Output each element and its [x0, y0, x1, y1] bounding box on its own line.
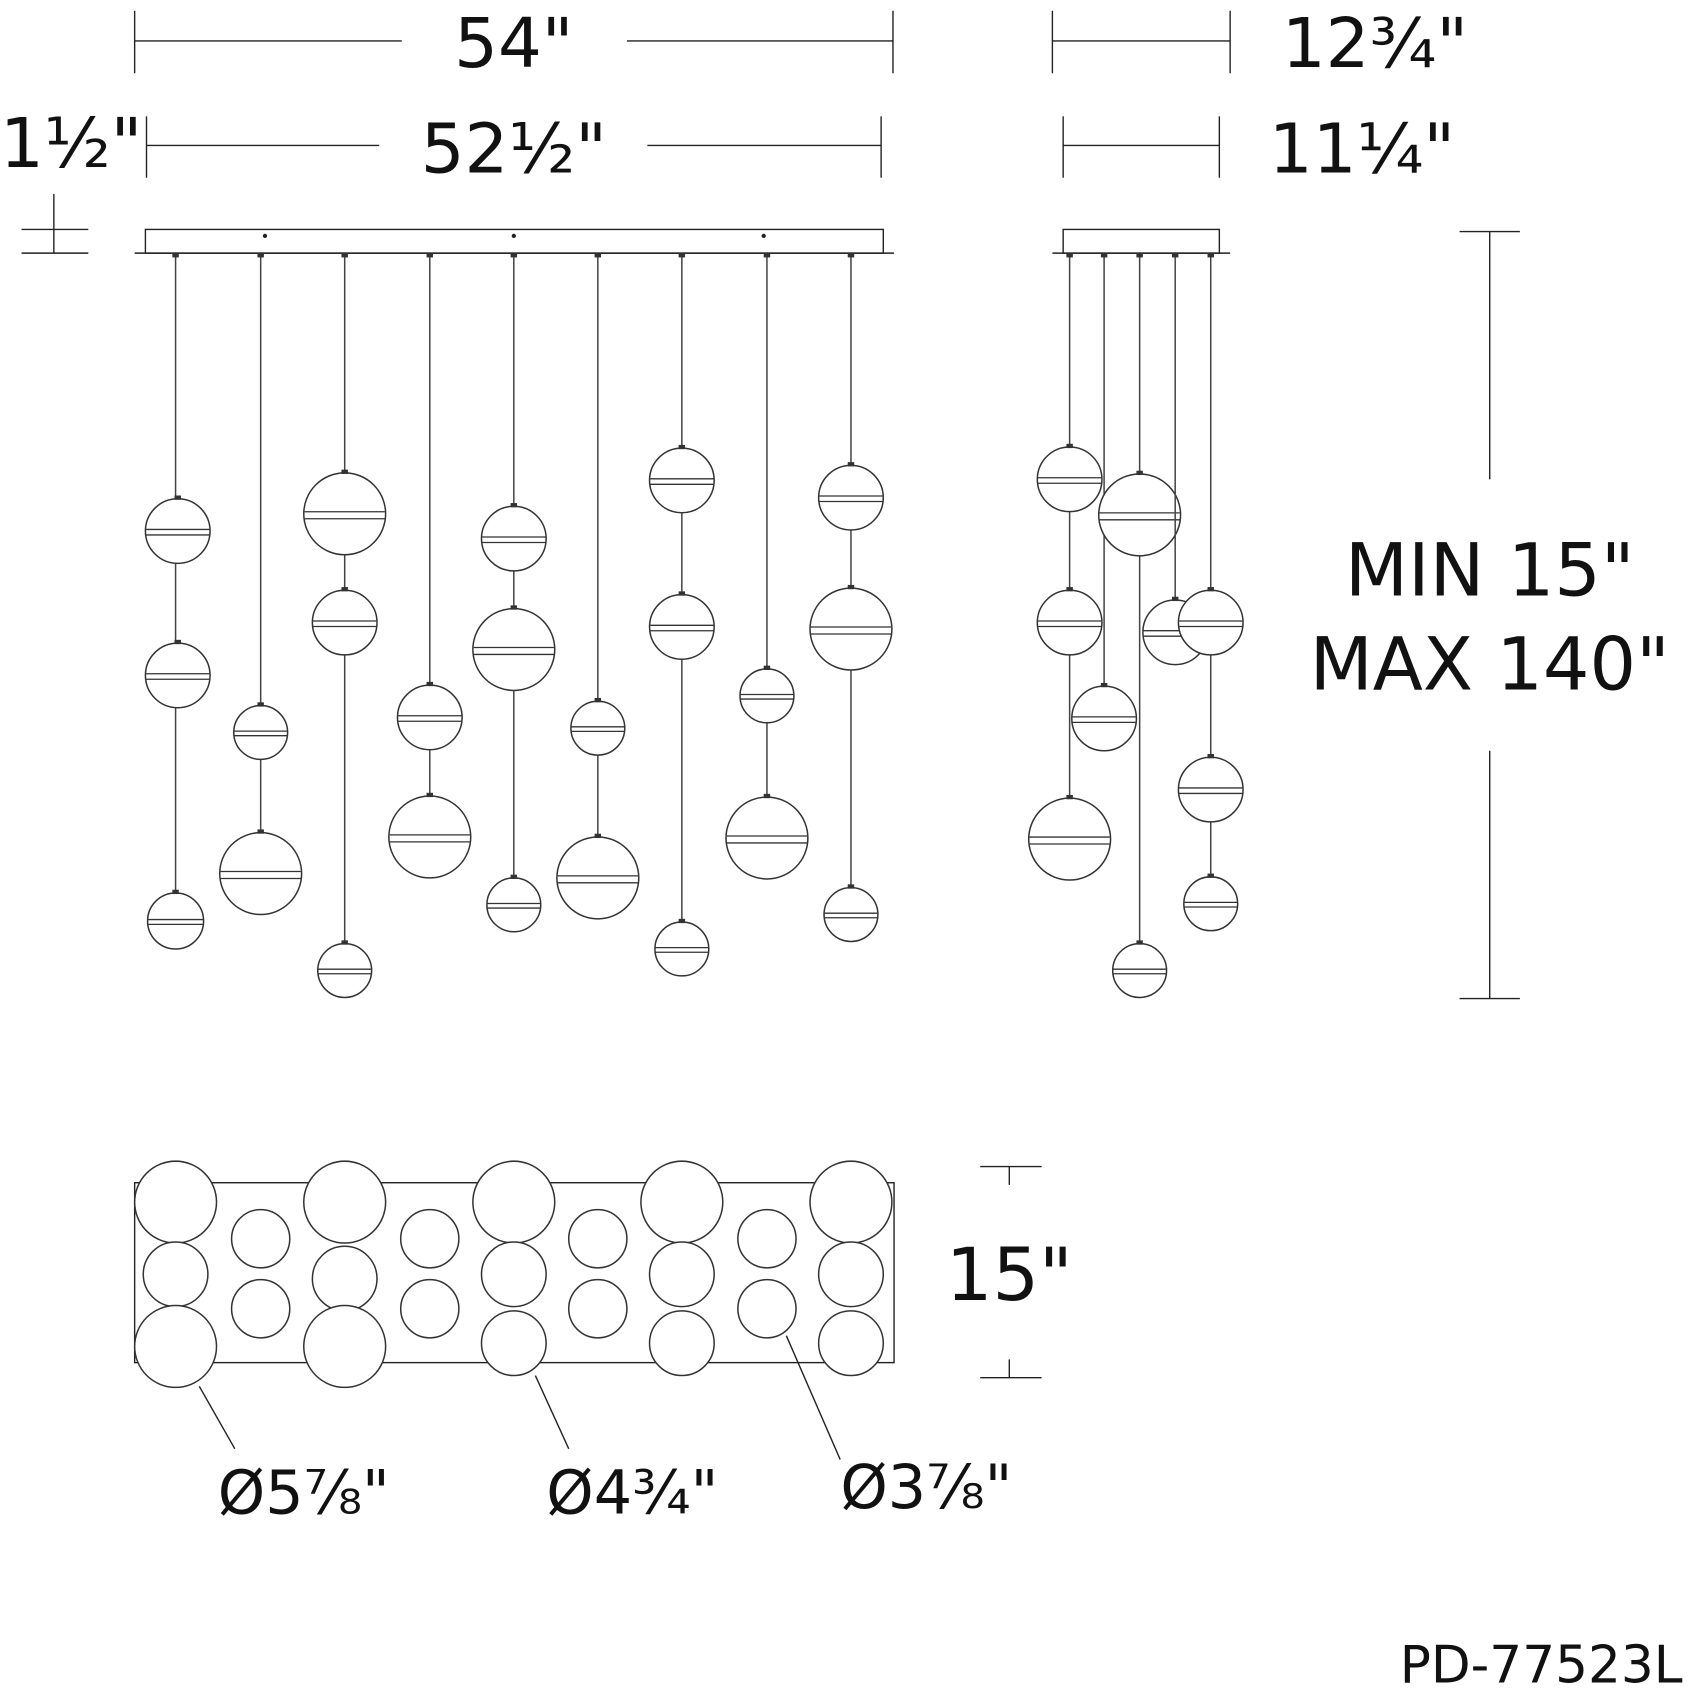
glass-globe	[388, 792, 472, 879]
globe-bottom	[737, 1208, 797, 1269]
height-min-label: MIN 15"	[1345, 529, 1635, 614]
glass-globe	[1177, 587, 1244, 656]
height-max-label: MAX 140"	[1310, 622, 1670, 707]
globe-bottom	[809, 1160, 893, 1244]
glass-globe	[486, 874, 542, 933]
dim-canopy-length: 52½"	[145, 109, 882, 189]
globe-bottom	[472, 1160, 556, 1244]
canopy-width-label: 11¼"	[1269, 109, 1455, 189]
glass-globe	[817, 462, 885, 531]
glass-globe	[1036, 443, 1103, 513]
pendant	[388, 253, 472, 879]
glass-globe	[1111, 940, 1168, 999]
globe-bottom	[142, 1241, 209, 1308]
front-canopy	[134, 228, 895, 254]
dim-canopy-height: 1½"	[0, 104, 142, 254]
glass-globe	[1071, 682, 1138, 752]
glass-globe	[739, 665, 795, 724]
pendant	[648, 253, 715, 977]
dim-canopy-width: 11¼"	[1062, 109, 1455, 189]
pendants	[144, 253, 1244, 999]
globe-bottom	[311, 1245, 378, 1312]
canopy-height-label: 1½"	[0, 104, 142, 184]
glass-globe	[648, 444, 715, 514]
glass-globe	[1036, 587, 1103, 656]
glass-globe	[654, 918, 710, 977]
glass-globe	[218, 829, 303, 916]
pendant	[218, 253, 303, 916]
pendant	[1027, 253, 1112, 881]
pendant	[472, 253, 556, 933]
pendant	[1097, 253, 1182, 999]
dim-overall-length: 54"	[133, 4, 894, 84]
globe-bottom	[303, 1160, 387, 1244]
globe-bottom	[230, 1208, 291, 1269]
glass-globe	[232, 702, 289, 761]
globe-bottom	[399, 1278, 460, 1339]
side-canopy	[1052, 228, 1231, 254]
globe-size-medium: Ø4¾"	[546, 1458, 718, 1528]
globe-size-callouts: Ø5⅞" Ø4¾" Ø3⅞"	[198, 1335, 1012, 1528]
glass-globe	[823, 884, 879, 943]
globe-bottom	[737, 1278, 797, 1339]
globe-size-large: Ø5⅞"	[218, 1458, 390, 1528]
glass-globe	[725, 793, 809, 880]
pendant	[144, 253, 211, 950]
glass-globe	[146, 889, 205, 950]
model-number: PD-77523L	[1400, 1636, 1683, 1689]
glass-globe	[480, 503, 547, 572]
glass-globe	[648, 591, 715, 660]
glass-globe	[1097, 470, 1182, 557]
globe-bottom	[648, 1310, 715, 1377]
globe-bottom	[480, 1241, 547, 1308]
glass-globe	[809, 584, 893, 671]
globe-size-small: Ø3⅞"	[840, 1453, 1012, 1523]
glass-globe	[311, 587, 378, 656]
globe-bottom	[399, 1208, 460, 1269]
dim-bottom-width: 15"	[946, 1165, 1073, 1379]
bottom-view	[133, 1160, 895, 1389]
pendant	[725, 253, 809, 880]
glass-globe	[1177, 754, 1244, 823]
globe-bottom	[303, 1304, 387, 1389]
globe-bottom	[817, 1310, 885, 1377]
glass-globe	[144, 639, 211, 709]
globe-bottom	[133, 1160, 218, 1244]
glass-globe	[317, 940, 373, 999]
globe-bottom	[567, 1208, 628, 1269]
glass-globe	[1183, 873, 1239, 932]
globe-bottom	[230, 1278, 291, 1339]
globe-bottom	[133, 1304, 218, 1389]
glass-globe	[1027, 794, 1112, 881]
dim-overall-height: MIN 15" MAX 140"	[1310, 230, 1670, 1000]
glass-globe	[396, 681, 463, 751]
globe-bottom	[817, 1241, 885, 1308]
glass-globe	[570, 698, 626, 756]
globe-bottom	[480, 1310, 547, 1377]
pendant	[1177, 253, 1244, 932]
pendant	[809, 253, 893, 943]
glass-globe	[472, 605, 556, 692]
glass-globe	[556, 833, 640, 920]
pendant	[303, 253, 387, 999]
glass-globe	[144, 495, 211, 565]
bottom-width-label: 15"	[946, 1233, 1073, 1318]
pendant	[556, 253, 640, 920]
globe-bottom	[648, 1241, 715, 1308]
pendant	[1071, 253, 1138, 752]
overall-width-label: 12¾"	[1282, 4, 1468, 84]
dim-overall-width: 12¾"	[1051, 4, 1468, 84]
glass-globe	[303, 469, 387, 556]
globe-bottom	[640, 1160, 724, 1244]
canopy-length-label: 52½"	[421, 109, 607, 189]
overall-length-label: 54"	[454, 4, 573, 84]
globe-bottom	[567, 1278, 628, 1339]
